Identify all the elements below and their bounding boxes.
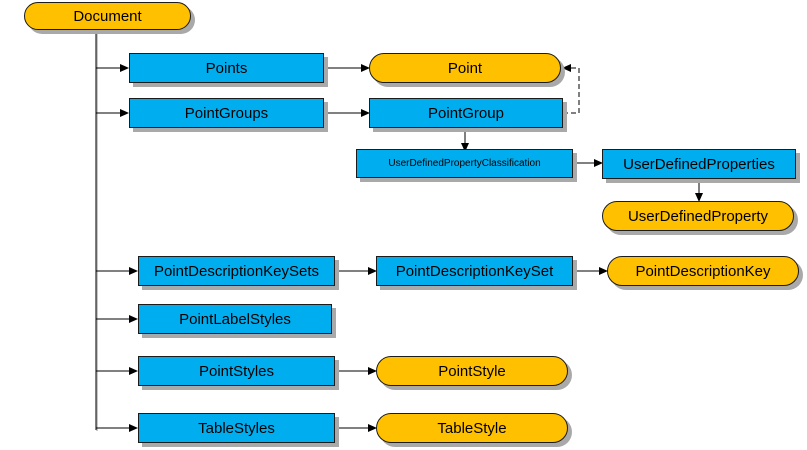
- node-userdefinedpropertyclassification[interactable]: UserDefinedPropertyClassification: [356, 149, 573, 178]
- node-pointdescriptionkey[interactable]: PointDescriptionKey: [607, 256, 799, 286]
- node-document[interactable]: Document: [24, 2, 191, 30]
- edge-pointgroup-point-dashed: [562, 64, 580, 114]
- node-point[interactable]: Point: [369, 53, 561, 83]
- node-pointgroups[interactable]: PointGroups: [129, 98, 324, 128]
- node-pointlabelstyles[interactable]: PointLabelStyles: [138, 304, 332, 334]
- node-pointgroup[interactable]: PointGroup: [369, 98, 563, 128]
- node-pointdescriptionkeysets[interactable]: PointDescriptionKeySets: [138, 256, 335, 286]
- node-pointdescriptionkeyset[interactable]: PointDescriptionKeySet: [376, 256, 573, 286]
- node-pointstyle[interactable]: PointStyle: [376, 356, 568, 386]
- node-userdefinedproperties[interactable]: UserDefinedProperties: [602, 149, 796, 179]
- node-userdefinedproperty[interactable]: UserDefinedProperty: [602, 201, 794, 231]
- node-points[interactable]: Points: [129, 53, 324, 83]
- node-tablestyle[interactable]: TableStyle: [376, 413, 568, 443]
- node-pointstyles[interactable]: PointStyles: [138, 356, 335, 386]
- node-tablestyles[interactable]: TableStyles: [138, 413, 335, 443]
